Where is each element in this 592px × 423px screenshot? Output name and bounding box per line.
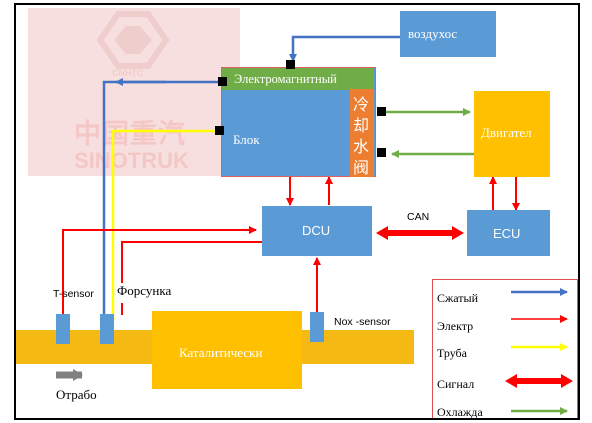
- catalyst-block: Каталитически: [152, 311, 302, 389]
- legend-label-coolant: Охлажда: [437, 405, 483, 419]
- connector-coolant-out: [377, 107, 386, 116]
- engine-block: Двигател: [474, 91, 550, 177]
- injector-label: Форсунка: [115, 283, 241, 303]
- legend-label-air: Сжатый: [437, 291, 479, 305]
- solenoid-label: Электромагнитный: [234, 72, 337, 86]
- t-sensor-label: T-sensor: [53, 288, 94, 300]
- legend-label-power: Электр: [437, 319, 474, 333]
- diagram-frame: CNHTC 中国重汽 SINOTRUK Каталитически: [14, 3, 580, 420]
- connection-lines: [56, 35, 520, 381]
- legend-label-urea: Труба: [437, 346, 495, 364]
- connector-air-top: [286, 60, 295, 69]
- coolant-valve-block: 冷 却 水 阀: [350, 89, 374, 177]
- t-sensor: [56, 314, 70, 344]
- can-label: CAN: [407, 211, 430, 223]
- coolant-valve-char-1: 冷: [353, 97, 370, 114]
- ecu-label: ECU: [493, 226, 521, 241]
- legend-label-signal: Сигнал: [437, 377, 475, 391]
- engine-label: Двигател: [481, 125, 532, 140]
- connector-coolant-in: [377, 148, 386, 157]
- coolant-valve-char-2: 却: [353, 118, 370, 135]
- connector-air-left: [218, 77, 227, 86]
- injector-wire: [121, 241, 262, 315]
- watermark-en-text: SINOTRUK: [74, 148, 189, 173]
- watermark: CNHTC 中国重汽 SINOTRUK: [28, 8, 240, 176]
- air-hose-box: воздухос: [400, 11, 496, 57]
- t-sensor-wire: [62, 226, 257, 315]
- urea-line: [111, 129, 221, 320]
- watermark-logo-text: CNHTC: [112, 68, 144, 78]
- dcu-label: DCU: [302, 223, 331, 238]
- coolant-valve-char-4: 阀: [353, 160, 370, 177]
- nox-sensor: [310, 312, 324, 342]
- solenoid-valve: Электромагнитный: [222, 68, 374, 90]
- legend: Сжатый Электр Труба Сигнал Охлажда: [432, 279, 578, 419]
- connector-urea: [215, 126, 224, 135]
- coolant-valve-char-3: 水: [353, 139, 370, 156]
- dcu-block: DCU: [262, 206, 372, 256]
- injector: [100, 314, 114, 344]
- exhaust-label: Отрабо: [56, 387, 97, 402]
- legend-lines: [505, 288, 573, 415]
- air-line-hose: [289, 35, 402, 62]
- unit-label: Блок: [233, 132, 260, 147]
- sinotruk-logo-icon: [96, 11, 170, 69]
- ecu-block: ECU: [467, 210, 550, 256]
- catalyst-label: Каталитически: [179, 345, 263, 360]
- watermark-cn-text: 中国重汽: [74, 119, 186, 149]
- air-line-unit: [102, 80, 221, 325]
- air-hose-label: воздухос: [408, 26, 458, 41]
- nox-sensor-label: Nox -sensor: [334, 316, 391, 328]
